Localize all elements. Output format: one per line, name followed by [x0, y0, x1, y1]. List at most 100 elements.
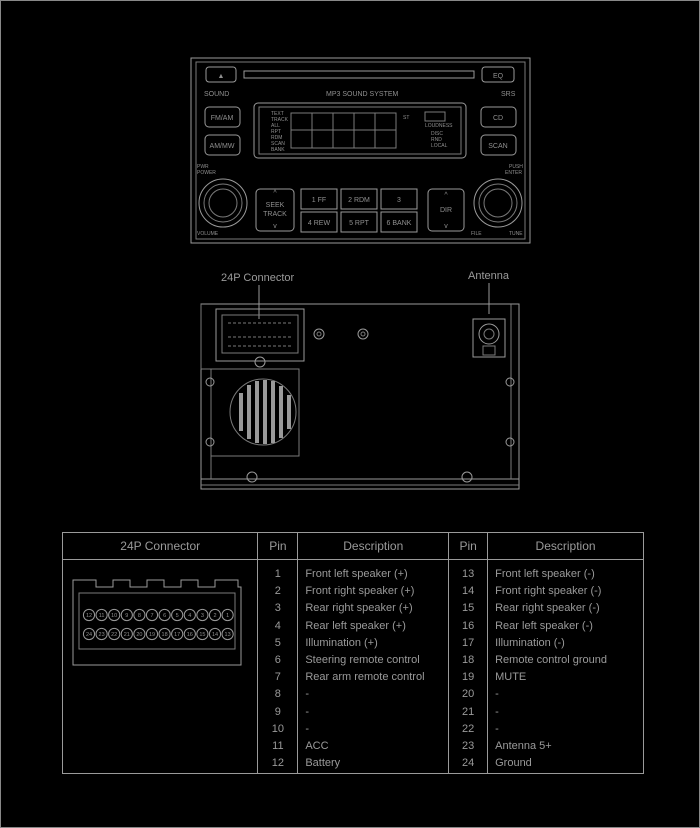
pin-description: ACC — [305, 739, 329, 752]
preset-6-button[interactable] — [380, 211, 418, 233]
pin-number: 6 — [274, 653, 281, 666]
svg-text:RND: RND — [431, 137, 442, 143]
seek-label: SEEK — [266, 202, 285, 209]
rear-view: 24P Connector Antenna — [200, 270, 520, 490]
am-mw-button[interactable] — [204, 134, 241, 156]
pin-number: 22 — [462, 722, 475, 735]
track-label: TRACK — [263, 211, 287, 218]
preset-2-button[interactable] — [340, 188, 378, 210]
eject-icon: ▲ — [218, 73, 225, 80]
pin-description: - — [495, 705, 499, 718]
pin-number: 11 — [272, 739, 284, 752]
dir-up-icon: ^ — [444, 192, 448, 199]
preset-3-label: 3 — [397, 197, 401, 204]
brand-small-text: SOUND — [204, 91, 229, 98]
svg-text:TEXT: TEXT — [271, 111, 284, 117]
preset-4-button[interactable] — [300, 211, 338, 233]
pin-description: Front right speaker (+) — [305, 585, 415, 598]
file-label: FILE — [471, 231, 482, 237]
header-description: Description — [487, 532, 644, 560]
preset-5-button[interactable] — [340, 211, 378, 233]
eject-button[interactable] — [205, 66, 237, 83]
screw — [505, 437, 515, 447]
am-mw-label: AM/MW — [210, 143, 235, 150]
svg-text:ST: ST — [403, 115, 409, 121]
volume-knob[interactable] — [198, 178, 248, 228]
pin-number: 16 — [462, 619, 475, 632]
antenna-jack-housing — [472, 318, 506, 358]
dir-button[interactable] — [427, 188, 465, 232]
pin-number: 13 — [462, 568, 475, 580]
scan-button[interactable] — [480, 134, 517, 156]
cd-label: CD — [493, 115, 503, 122]
pin-description: Rear right speaker (+) — [305, 602, 413, 615]
pin-number: 2 — [274, 585, 281, 598]
preset-1-button[interactable] — [300, 188, 338, 210]
display-right-indicators: ST LOUDNESS DISC RND LOCAL — [403, 111, 453, 149]
fm-am-label: FM/AM — [211, 115, 234, 122]
pin-description: Rear left speaker (-) — [495, 619, 593, 632]
pin-number: 5 — [274, 636, 281, 649]
pin-number: 18 — [462, 653, 475, 666]
srs-badge: SRS — [501, 91, 516, 98]
pin-description: Ground — [495, 757, 532, 770]
description-column-left: Front left speaker (+) Front right speake… — [297, 559, 450, 774]
antenna-callout-label: Antenna — [468, 270, 510, 282]
pin-description: Steering remote control — [305, 653, 420, 666]
header-description: Description — [297, 532, 450, 560]
pin-number: 19 — [462, 671, 475, 684]
pin-table: 24P Connector Pin Description Pin Descri… — [61, 532, 644, 774]
pin-description: - — [305, 705, 309, 718]
pin-description: Rear left speaker (+) — [305, 619, 406, 632]
pin-description: Antenna 5+ — [495, 739, 552, 752]
screw — [246, 471, 258, 483]
screw — [313, 328, 325, 340]
svg-text:RDM: RDM — [271, 135, 282, 141]
knob-right-caption-1: PUSH — [509, 164, 523, 170]
pin-number: 1 — [274, 568, 281, 580]
svg-text:BANK: BANK — [271, 147, 285, 153]
pin-description: Front left speaker (+) — [305, 568, 408, 580]
eq-button-label: EQ — [493, 73, 504, 80]
fm-am-button[interactable] — [204, 106, 241, 128]
connector-callout-label: 24P Connector — [221, 272, 295, 284]
dir-down-icon: v — [444, 223, 448, 230]
pin-number: 14 — [462, 585, 475, 598]
eq-button[interactable] — [481, 66, 515, 83]
pin-description: - — [305, 688, 309, 701]
tune-knob[interactable] — [473, 178, 523, 228]
pin-description: Front left speaker (-) — [495, 568, 595, 580]
screw — [505, 377, 515, 387]
screw — [461, 471, 473, 483]
pin-number: 3 — [274, 602, 281, 615]
preset-3-button[interactable] — [380, 188, 418, 210]
dir-label: DIR — [440, 207, 452, 214]
preset-5-label: 5 RPT — [349, 220, 370, 227]
svg-text:ALL: ALL — [271, 123, 280, 129]
pin-description: - — [495, 688, 499, 701]
display-segments — [290, 112, 397, 149]
pin-number: 7 — [274, 671, 281, 684]
svg-text:LOCAL: LOCAL — [431, 143, 448, 149]
pin-number: 17 — [462, 636, 475, 649]
seek-track-button[interactable] — [255, 188, 295, 232]
antenna-jack — [478, 323, 500, 345]
pin-number: 24 — [462, 757, 475, 770]
pin-description: - — [495, 722, 499, 735]
pin-number: 23 — [462, 739, 475, 752]
description-column-right: Front left speaker (-)Front right speake… — [487, 559, 644, 774]
pin-description: - — [305, 722, 309, 735]
scan-label: SCAN — [488, 143, 507, 150]
cd-button[interactable] — [480, 106, 517, 128]
preset-4-label: 4 REW — [308, 220, 331, 227]
preset-6-label: 6 BANK — [387, 220, 412, 227]
pin-description: MUTE — [495, 671, 527, 684]
fan-slots — [239, 380, 291, 444]
display-panel — [253, 102, 467, 159]
pin-number: 15 — [462, 602, 475, 615]
pin-number: 10 — [271, 722, 284, 735]
fan-grille — [229, 378, 297, 446]
display-left-indicators: TEXT TRACK ALL RPT RDM SCAN BANK — [271, 111, 289, 153]
